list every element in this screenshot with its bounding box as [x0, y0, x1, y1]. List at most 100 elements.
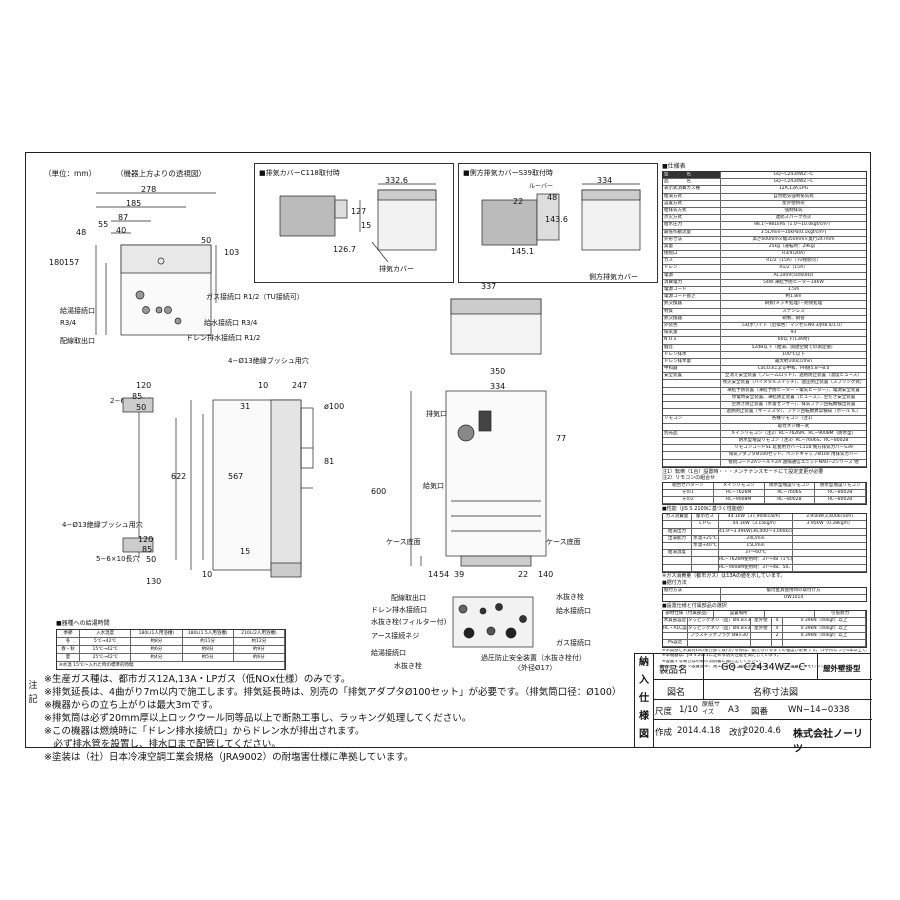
fire-title: ■設置仕様と付属部品の選択	[662, 603, 727, 610]
spec-value: 銅製(メッキ処理)・耐食処理	[764, 301, 823, 307]
spec-value: AC100V(50/60Hz)	[773, 272, 814, 278]
table-row: 春・秋 15℃→42℃ 約6分 約8分 約9分	[57, 646, 285, 654]
spec-key: ドレン	[663, 265, 721, 272]
table-row: 設置方式屋外壁掛形	[663, 200, 866, 208]
spec-value: 60以下(13A時)	[777, 337, 810, 343]
c118-dim-332: 332.6	[385, 176, 408, 185]
spec-value: 残火安全装置（バイメタルスイッチ）、過圧防止装置（スプリング式）	[722, 380, 865, 386]
spec-key	[663, 452, 721, 459]
mount-table: 据付方法 据付金具使用時の取付け方 OW1014	[662, 586, 867, 603]
spec-value: リモコンコードSL 延長用カバーC118 側方排気カバーS39	[734, 445, 853, 451]
drawing-sheet: （単位：mm） （機器上方よりの透視図） 278	[25, 152, 872, 763]
table-row: ドレン排水量最大約100cc/min	[663, 358, 866, 367]
spec-key: 型 名	[663, 172, 721, 179]
remote-cell: RC−8002B	[815, 497, 866, 504]
table-row: 別売品メインリモコン（注2）RC−7626M、RC−9008M（防水型）	[663, 430, 866, 438]
table-row: 空焼き防止装置（水量センサー）、排気ファン回転数検出装置	[663, 402, 866, 410]
fire-cell	[783, 639, 866, 647]
front-dim-77: 77	[556, 434, 567, 443]
s39-dim-22: 22	[513, 197, 524, 206]
table-row: リモコンコードSL 延長用カバーC118 側方排気カバーS39	[663, 445, 866, 453]
table-row: PS設定	[663, 639, 866, 648]
perf-cell: RC−7626M使用時：37〜48（1℃刻み）、50、55、60（℃）14段階	[719, 557, 793, 564]
tb-no: WN−14−0338	[788, 705, 850, 715]
fire-cell	[663, 632, 688, 639]
slot-hole-bottom-label: 5−6×10長穴	[96, 555, 140, 563]
cable-outlet-label: 配線取出口	[60, 337, 95, 345]
spec-value: 過熱防止装置（サーミスタ）、ファン回転数異常検知（ホール IC）	[726, 409, 861, 415]
bv-hot-label: 給湯接続口	[371, 649, 406, 657]
drain-connection-label: ドレン排水接続口 R1/2	[186, 334, 261, 342]
bv-valve-filter-label: 水抜き栓(フィルター付)	[371, 618, 447, 626]
spec-value: 立消え安全装置（フレームロッド）、過熱防止装置（温度ヒューズ）	[725, 373, 862, 379]
spec-key	[663, 387, 721, 394]
perf-cell: 15L/min	[719, 543, 793, 550]
s39-dim-334: 334	[597, 176, 613, 185]
spec-value: 93	[790, 330, 797, 336]
cover-s39-title: ■側方排気カバーS39取付時	[463, 169, 553, 177]
front-dim-140: 140	[538, 570, 554, 579]
spec-value: 連続スパーク点火	[775, 215, 812, 221]
table-row: 外形寸法高さ600mm×幅350mm×奥行247mm	[663, 236, 866, 244]
remote-cell: 防水型増設リモコン	[815, 482, 866, 489]
tb-type: 屋外壁掛型	[823, 664, 861, 673]
spec-key: 安全装置	[663, 373, 721, 380]
table-row: 防水型増設リモコン（注3）RC−7606S、RC−8002B	[663, 437, 866, 446]
bushing-hole-bottom-label: 4−Ø13絶縁ブッシュ用穴	[62, 521, 143, 529]
top-view-drawing	[95, 192, 217, 336]
table-row: 過熱防止装置（サーミスタ）、ファン回転数異常検知（ホール IC）	[663, 409, 866, 417]
spec-value: 12A,13A,LPG	[778, 186, 809, 192]
cover-s39-panel: ■側方排気カバーS39取付時 ルーバー 334 22 143.6 145.1 4…	[458, 163, 658, 283]
tb-product-label: 製品名	[659, 665, 688, 676]
table-row: 接続コードZAシールドZA 遠隔通信ユニットNAU−2シリーズ 他	[663, 459, 866, 467]
spec-value: 凍結予防装置（凍結予防ヒーター・電気ヒーター）、電源安全装置	[727, 387, 860, 393]
perf-title: ■性能（JIS S 2109に基づく性能値）	[662, 506, 747, 513]
title-block: 納 入 仕 様 図 製品名 GQ−C2434WZ−C 屋外壁掛型 図名 名称寸法…	[634, 653, 872, 755]
spec-key: 材質	[663, 308, 721, 315]
spec-key: ドレン排水量	[663, 358, 721, 366]
spec-key: 点火方式	[663, 215, 721, 222]
tb-product: GQ−C2434WZ−C	[721, 662, 806, 673]
side-dim-phi100: ø100	[324, 402, 345, 411]
bushing-hole-label: 4−Ø13絶縁ブッシュ用穴	[228, 357, 309, 365]
title-block-side: 納 入 仕 様 図	[635, 654, 654, 748]
bottom-dim-10: 10	[202, 570, 213, 579]
s39-dim-145: 145.1	[511, 247, 534, 256]
spec-key: 給湯方式	[663, 193, 721, 200]
spec-key	[663, 402, 721, 409]
fill-time-title: ■器種への給湯時間	[56, 620, 110, 627]
spec-value: GQ−C2434WZ−C	[773, 179, 814, 185]
front-view-drawing	[410, 298, 547, 567]
spec-value: 高さ600mm×幅350mm×奥行247mm	[752, 236, 835, 242]
c118-dim-15: 15	[361, 221, 372, 230]
tb-created-label: 作成	[655, 728, 673, 738]
remote-cell: RC−7606S	[765, 489, 816, 497]
perf-cell	[793, 565, 866, 571]
perf-cell: 給湯出力	[663, 528, 692, 535]
fire-cell: プラスチックプラグ Ø8×30	[688, 632, 751, 639]
perf-cell	[793, 543, 866, 549]
case-bottom-label: ケース底面	[386, 538, 421, 546]
table-row: RC−7626M使用時：37〜48（1℃刻み）、50、55、60（℃）14段階	[663, 557, 866, 565]
fire-cell: 0.39kN（40kgf）以上	[783, 618, 866, 625]
front-dim-600: 600	[371, 487, 387, 496]
louver-label: ルーバー	[529, 183, 553, 190]
fire-cell	[751, 632, 772, 639]
perf-cell: 24L/min	[719, 535, 793, 542]
note-line: ※塗装は（社）日本冷凍空調工業会規格（JRA9002）の耐塩害仕様に準拠していま…	[44, 752, 414, 763]
fire-cell: 0.39kN（40kgf）以上	[783, 632, 866, 639]
bottom-dim-85: 85	[142, 545, 153, 554]
perf-cell: 都市ガス	[692, 514, 719, 521]
perf-cell: 水温+25℃	[692, 535, 719, 542]
side-dim-120: 120	[136, 381, 152, 390]
spec-key: 表示式消費ガス種	[663, 186, 721, 193]
